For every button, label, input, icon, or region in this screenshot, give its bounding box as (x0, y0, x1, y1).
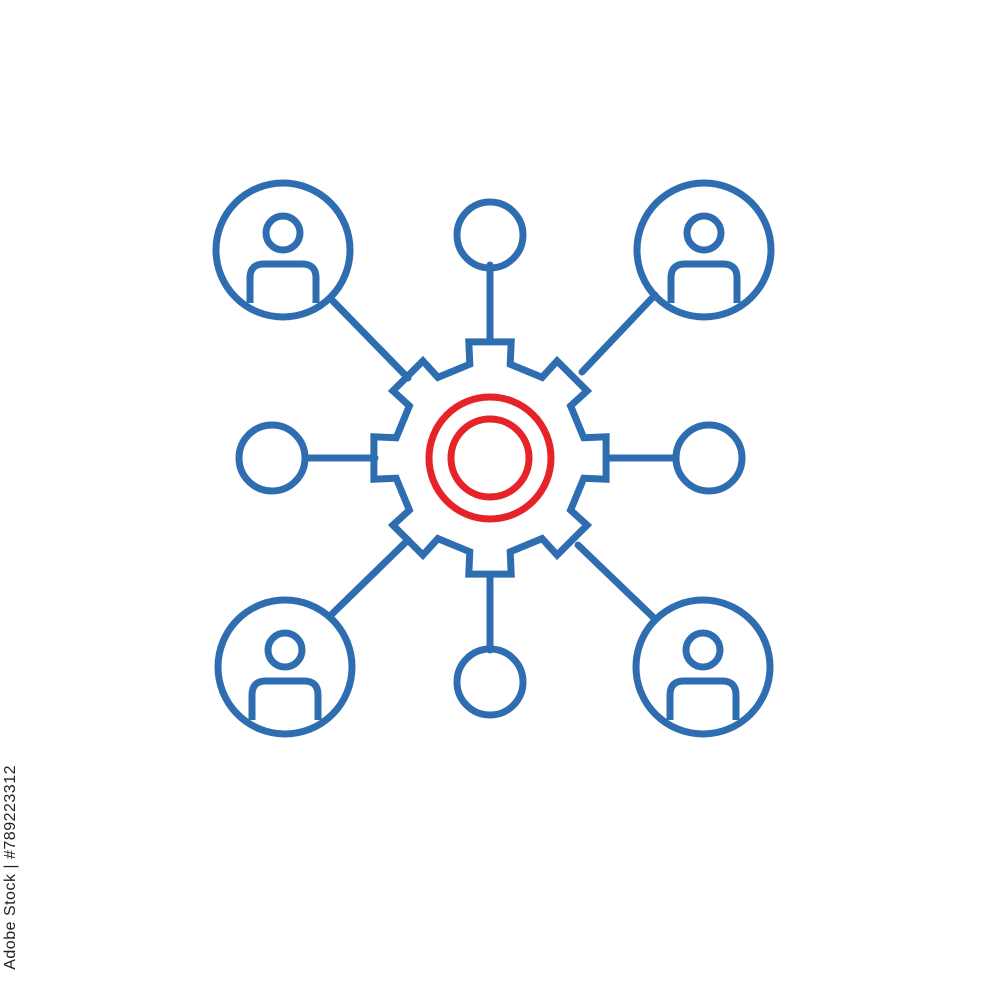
user-avatar-top-right-icon (633, 179, 775, 321)
gear-icon (370, 338, 610, 578)
gear-outline (370, 338, 610, 578)
gear-inner-ring (447, 415, 533, 501)
user-avatar-top-left-icon (212, 179, 354, 321)
node-bottom (453, 645, 527, 719)
connector-top-right (578, 291, 659, 376)
small-nodes (235, 198, 746, 719)
connector-bottom-right (574, 541, 658, 622)
connector-bottom-left (328, 536, 412, 618)
watermark-side-text: Adobe Stock | #789223312 (2, 765, 19, 970)
gear-outer-ring (425, 393, 555, 523)
node-top (453, 198, 527, 272)
user-avatar-bottom-right-icon (632, 596, 774, 738)
connector-lines (302, 261, 679, 654)
user-avatar-bottom-left-icon (214, 596, 356, 738)
node-left (235, 421, 309, 495)
node-right (672, 421, 746, 495)
connector-top-left (326, 294, 412, 382)
user-avatars (212, 179, 775, 738)
